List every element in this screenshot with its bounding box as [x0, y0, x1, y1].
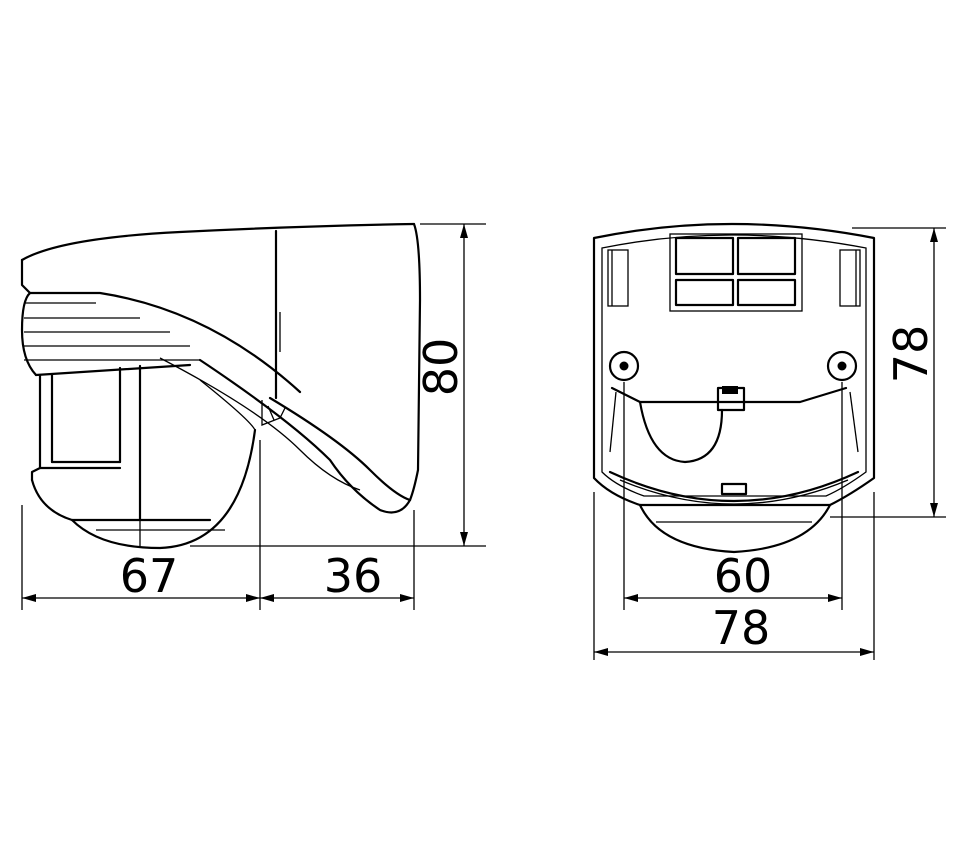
dim-side-width-back: 36 [324, 549, 383, 603]
dim-rear-hole-spacing: 60 [714, 549, 773, 603]
side-view: 67 36 80 [20, 222, 486, 610]
rear-view: 60 78 78 [592, 222, 946, 660]
dim-rear-height: 78 [884, 325, 938, 384]
dim-side-width-front: 67 [120, 549, 179, 603]
dim-side-height: 80 [414, 338, 468, 397]
dim-rear-width: 78 [712, 601, 771, 655]
